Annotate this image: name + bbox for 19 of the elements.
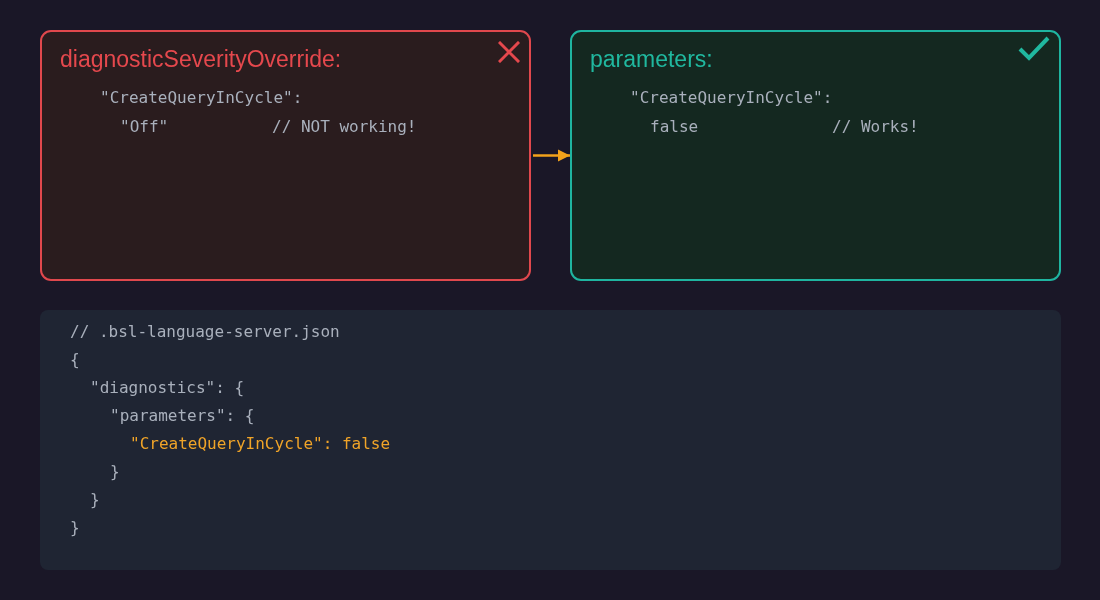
card-heading: diagnosticSeverityOverride:: [60, 46, 342, 73]
code-value: false: [650, 117, 699, 137]
code-line: "parameters": {: [110, 406, 255, 426]
code-comment: // Works!: [832, 117, 919, 137]
code-value: "Off": [120, 117, 169, 137]
code-line: }: [70, 518, 80, 538]
arrow: [533, 149, 570, 162]
code-line: // .bsl-language-server.json: [70, 322, 340, 342]
code-line: }: [110, 462, 120, 482]
code-line: "CreateQueryInCycle": false: [130, 434, 391, 454]
code-line: "CreateQueryInCycle":: [630, 88, 833, 108]
code-line: "CreateQueryInCycle":: [100, 88, 303, 108]
code-line: {: [70, 350, 80, 370]
card-heading: parameters:: [590, 46, 713, 73]
code-line: }: [90, 490, 100, 510]
code-comment: // NOT working!: [272, 117, 417, 137]
code-line: "diagnostics": {: [90, 378, 245, 398]
config-card: [570, 30, 1061, 281]
config-card: [40, 30, 531, 281]
